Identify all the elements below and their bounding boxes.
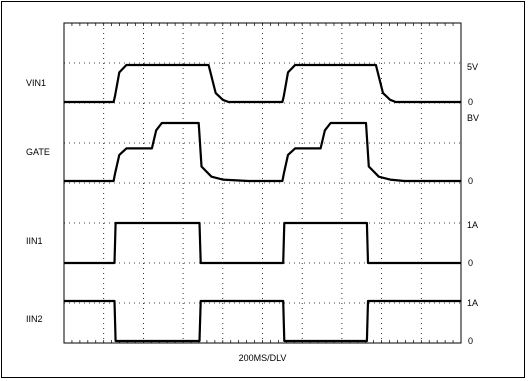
traces <box>64 63 461 343</box>
level-label-high: 1A <box>467 298 478 308</box>
level-label-low: 0 <box>468 258 473 268</box>
level-label-high: 1A <box>467 220 478 230</box>
trace-iin2 <box>64 299 461 343</box>
channel-label-gate: GATE <box>26 147 50 157</box>
level-label-low: 0 <box>468 336 473 346</box>
x-axis-label: 200MS/DLV <box>239 353 287 363</box>
level-label-low: 0 <box>468 97 473 107</box>
grid <box>63 22 462 344</box>
level-label-low: 0 <box>468 176 473 186</box>
trace-vin1 <box>64 63 461 104</box>
channel-label-iin1: IIN1 <box>26 236 43 246</box>
channel-label-vin1: VIN1 <box>26 78 46 88</box>
trace-gate <box>64 121 461 183</box>
channel-label-iin2: IIN2 <box>26 314 43 324</box>
trace-iin1 <box>64 221 461 265</box>
level-label-high: 5V <box>467 62 478 72</box>
level-label-high: BV <box>467 113 479 123</box>
